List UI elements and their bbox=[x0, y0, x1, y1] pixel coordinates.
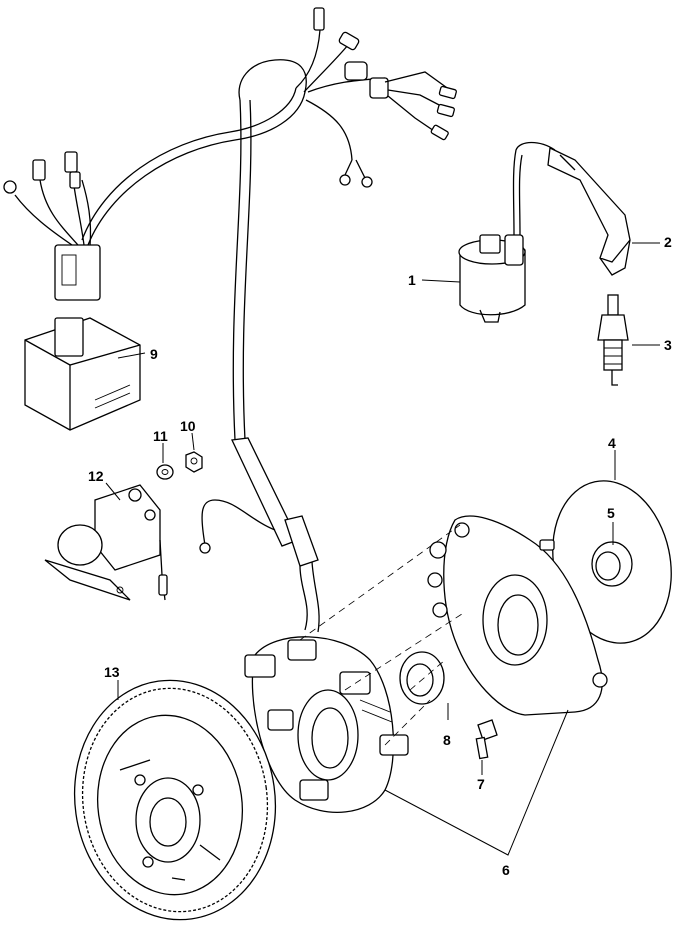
oil-seal bbox=[591, 541, 633, 587]
spark-plug bbox=[597, 294, 629, 386]
callout-2: 2 bbox=[664, 234, 672, 250]
ignition-coil bbox=[458, 141, 556, 323]
hex-nut bbox=[185, 451, 203, 473]
callout-4: 4 bbox=[608, 435, 616, 451]
assembly-line bbox=[409, 659, 446, 691]
callout-11: 11 bbox=[153, 428, 168, 444]
callout-3: 3 bbox=[664, 337, 672, 353]
callout-5: 5 bbox=[607, 505, 615, 521]
mounting-screw bbox=[475, 719, 498, 760]
callout-12: 12 bbox=[88, 468, 104, 484]
callout-10: 10 bbox=[180, 418, 196, 434]
voltage-regulator bbox=[24, 317, 141, 431]
callout-13: 13 bbox=[104, 664, 120, 680]
wiring-harness bbox=[3, 7, 457, 633]
flywheel bbox=[73, 679, 277, 921]
callout-6: 6 bbox=[502, 862, 510, 878]
starter-solenoid bbox=[44, 484, 168, 601]
callout-7: 7 bbox=[477, 776, 485, 792]
callout-9: 9 bbox=[150, 346, 158, 362]
stator-assembly bbox=[244, 636, 409, 813]
washer bbox=[156, 464, 174, 480]
crankshaft-seal bbox=[399, 651, 445, 705]
callout-1: 1 bbox=[408, 272, 416, 288]
assembly-line bbox=[384, 699, 431, 746]
assembly-line bbox=[299, 524, 461, 641]
callout-8: 8 bbox=[443, 732, 451, 748]
ground-wire bbox=[201, 499, 276, 546]
stator-housing bbox=[427, 515, 608, 716]
leader-lines bbox=[105, 242, 660, 856]
spark-plug-boot bbox=[547, 147, 631, 276]
